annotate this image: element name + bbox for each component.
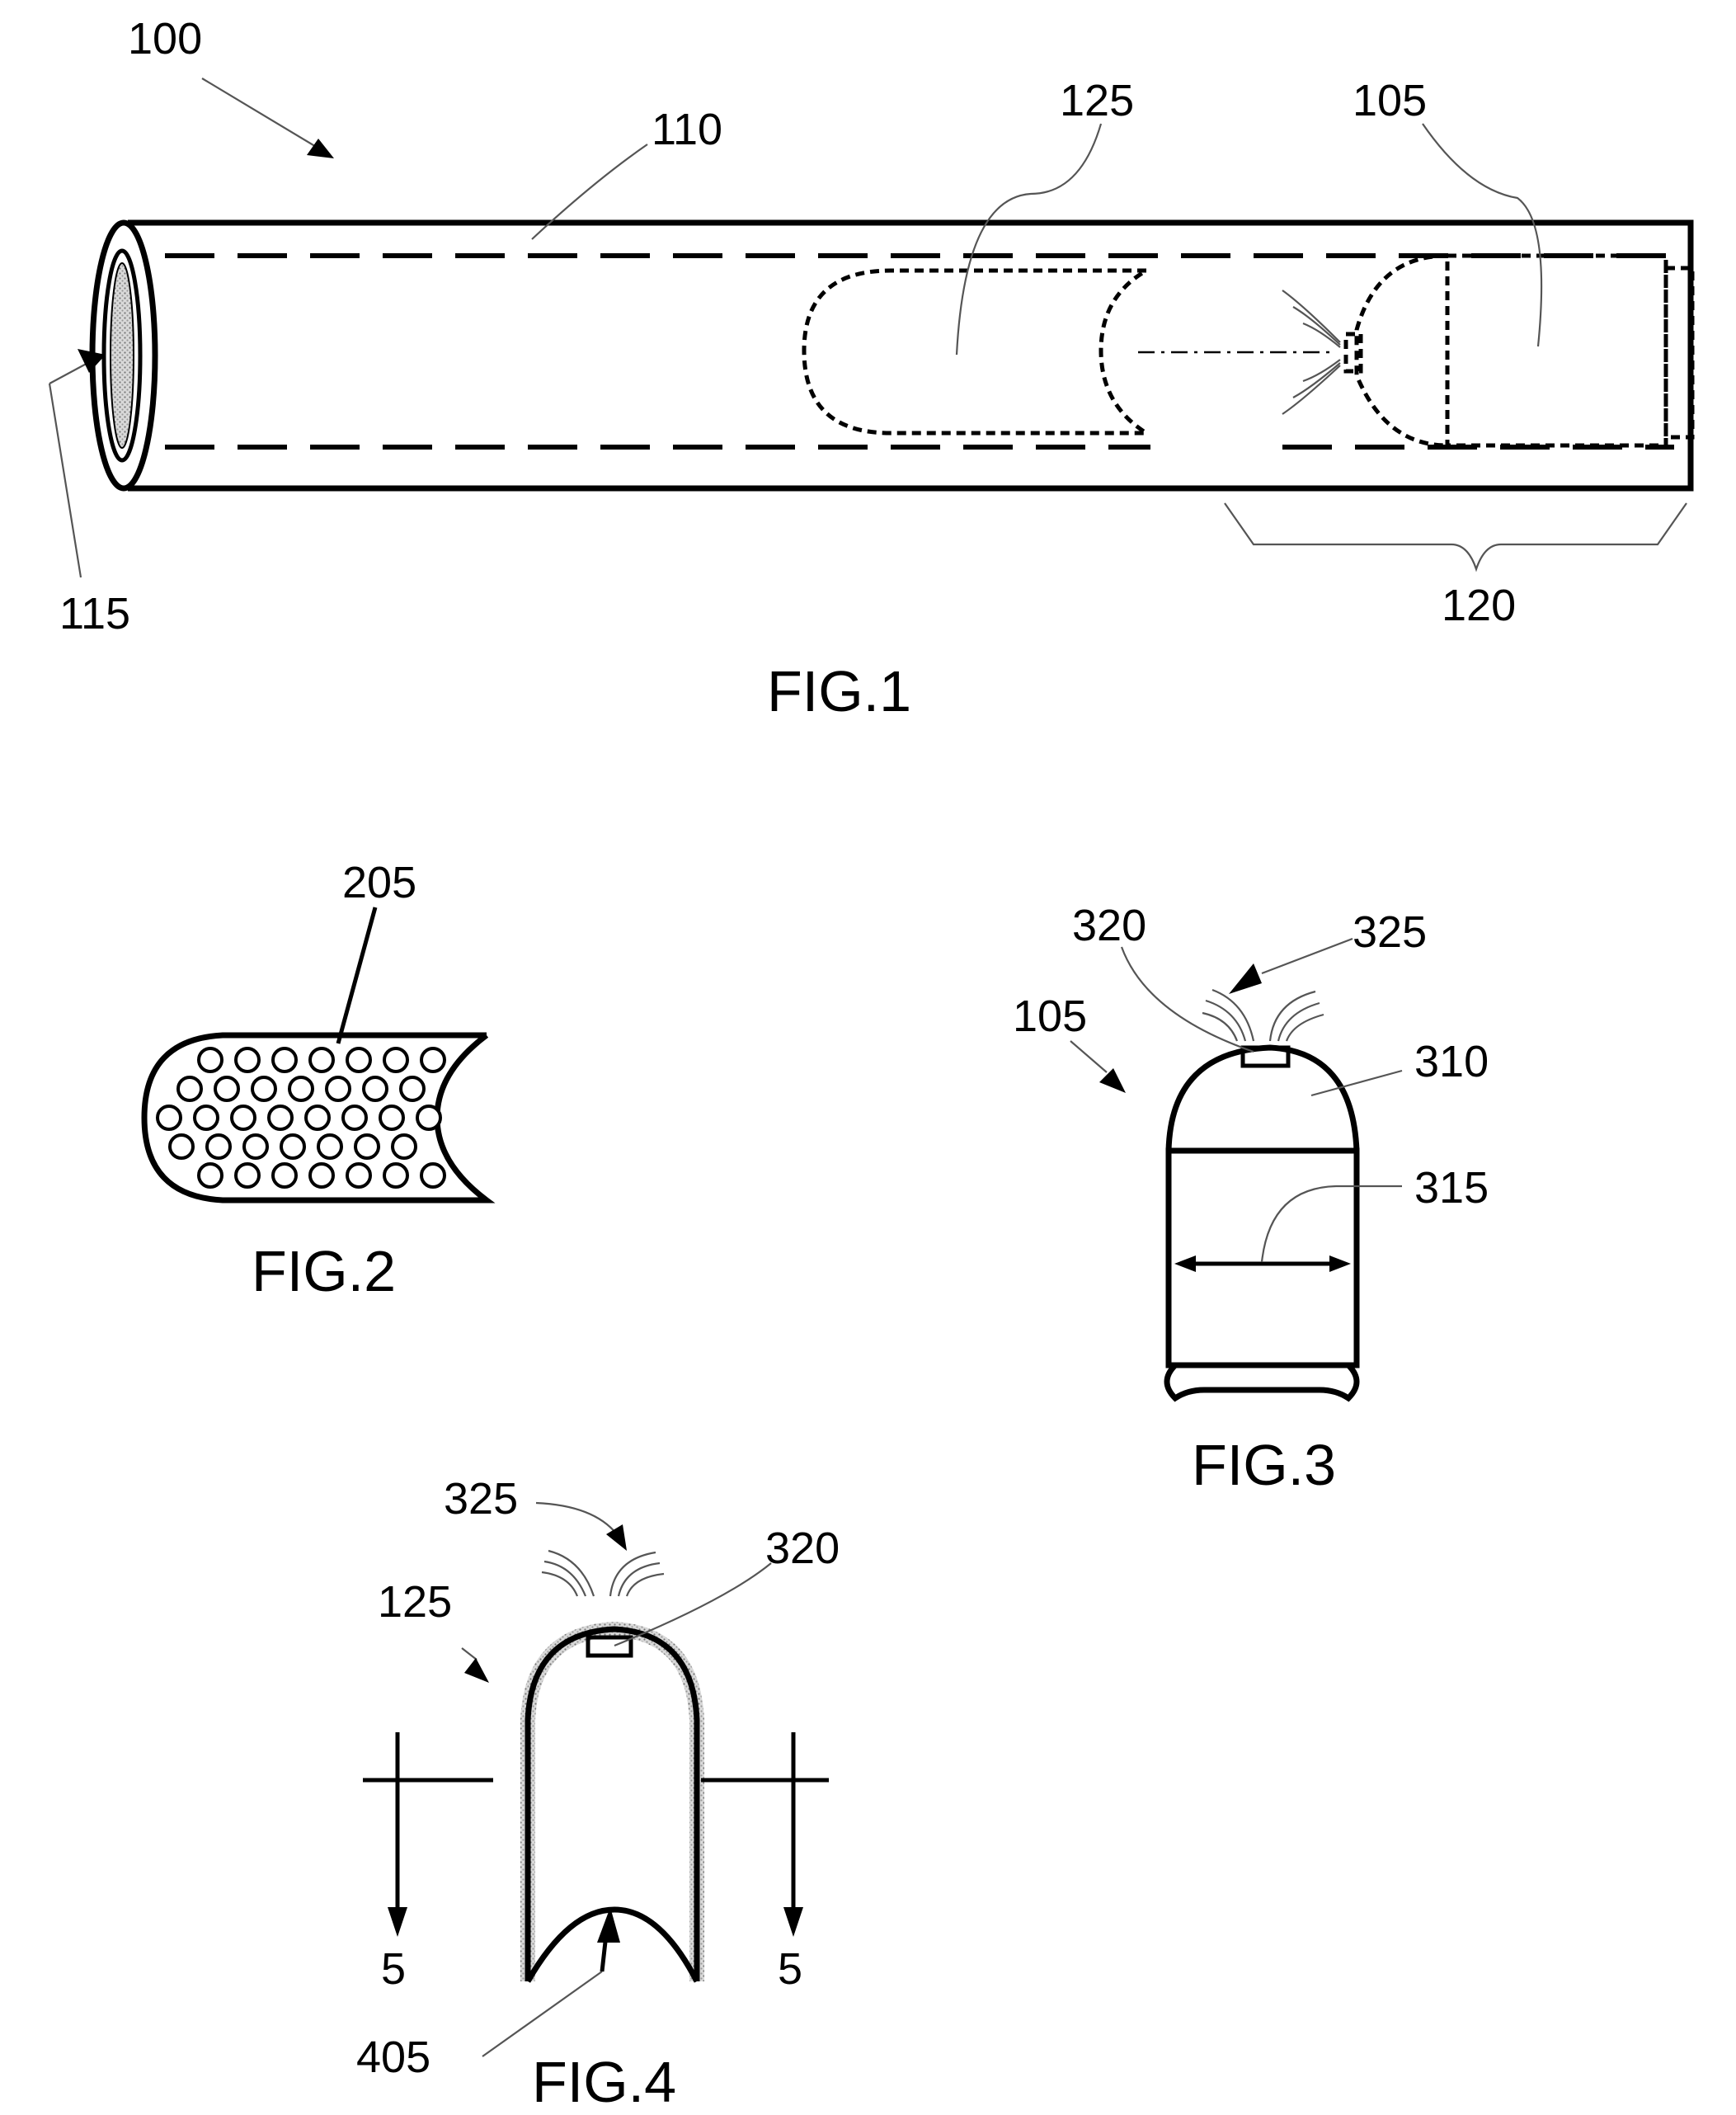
pore-cell: [232, 1106, 255, 1129]
arrowhead-100: [307, 139, 334, 158]
brace-120: [1225, 503, 1687, 569]
ref-325: 325: [1353, 907, 1427, 957]
leader-100: [202, 78, 326, 153]
pore-cell: [273, 1164, 296, 1187]
pore-cell: [215, 1077, 238, 1100]
pore-cell: [195, 1106, 218, 1129]
leader-320: [1122, 947, 1254, 1052]
leader-125: [957, 124, 1101, 355]
fig3-cartridge: 320 325 105 310 315 FIG.3: [1013, 901, 1489, 1497]
pore-cell: [421, 1164, 445, 1187]
pore-cell: [281, 1135, 304, 1158]
pore-cell: [236, 1164, 259, 1187]
fig2-caption: FIG.2: [252, 1239, 396, 1303]
pore-cell: [384, 1164, 407, 1187]
pore-cell: [306, 1106, 329, 1129]
fig1-tube-assembly: 100 110 125 105 115 120 FIG.1: [49, 14, 1692, 723]
pore-cell: [327, 1077, 350, 1100]
leader-325-fig4: [536, 1503, 617, 1534]
pore-cell: [384, 1048, 407, 1072]
fig2-porous-insert: 205 FIG.2: [144, 858, 487, 1303]
leader-405: [482, 1971, 602, 2056]
section-arrowhead-left: [388, 1907, 407, 1937]
pore-cell: [421, 1048, 445, 1072]
pore-cell: [199, 1048, 222, 1072]
fig1-caption: FIG.1: [767, 659, 911, 723]
pore-cell: [158, 1106, 181, 1129]
pore-cell: [199, 1164, 222, 1187]
ref-310: 310: [1414, 1037, 1489, 1086]
dim-arrow-right: [1329, 1255, 1351, 1272]
dim-arrow-left: [1174, 1255, 1196, 1272]
porous-cells: [158, 1048, 445, 1187]
fig4-insert: 325 320 125 5 5 405 FIG.4: [356, 1474, 840, 2114]
pore-cell: [380, 1106, 403, 1129]
pore-cell: [207, 1135, 230, 1158]
pore-cell: [318, 1135, 341, 1158]
leader-310: [1311, 1071, 1402, 1095]
ref-125: 125: [378, 1577, 452, 1627]
pore-cell: [269, 1106, 292, 1129]
arrowhead-325-fig4: [606, 1524, 627, 1551]
pore-cell: [364, 1077, 387, 1100]
section-label-left: 5: [381, 1944, 406, 1994]
filter-element-115: [111, 263, 134, 448]
pore-cell: [401, 1077, 424, 1100]
ref-100: 100: [128, 14, 202, 64]
pore-cell: [310, 1048, 333, 1072]
pore-cell: [347, 1164, 370, 1187]
ref-325: 325: [444, 1474, 518, 1524]
section-label-right: 5: [778, 1944, 802, 1994]
pore-cell: [252, 1077, 275, 1100]
cartridge-dome: [1169, 1048, 1357, 1151]
ref-105: 105: [1353, 76, 1427, 125]
fig4-caption: FIG.4: [532, 2050, 676, 2114]
pore-cell: [170, 1135, 193, 1158]
ref-105: 105: [1013, 992, 1087, 1041]
pore-cell: [244, 1135, 267, 1158]
spray-icon: [1202, 990, 1324, 1041]
cartridge-105-dome: [1357, 256, 1447, 445]
cartridge-base-rim: [1167, 1365, 1357, 1398]
pore-cell: [310, 1164, 333, 1187]
pore-cell: [355, 1135, 379, 1158]
pore-cell: [273, 1048, 296, 1072]
pore-cell: [289, 1077, 313, 1100]
pore-cell: [393, 1135, 416, 1158]
ref-315: 315: [1414, 1163, 1489, 1213]
ref-405: 405: [356, 2033, 430, 2082]
pore-cell: [417, 1106, 440, 1129]
leader-105: [1423, 124, 1541, 346]
arrowhead-115: [78, 349, 106, 373]
ref-320: 320: [1072, 901, 1146, 950]
ref-125: 125: [1060, 76, 1134, 125]
ref-115: 115: [59, 589, 130, 638]
arrowhead-105-fig3: [1099, 1068, 1126, 1093]
insert-125-outline: [804, 271, 1146, 433]
leader-325: [1262, 939, 1353, 973]
pore-cell: [347, 1048, 370, 1072]
section-arrowhead-right: [783, 1907, 803, 1937]
spray-icon: [542, 1551, 664, 1596]
pore-cell: [236, 1048, 259, 1072]
leader-105-fig3: [1070, 1041, 1107, 1072]
pore-cell: [178, 1077, 201, 1100]
ref-205: 205: [342, 858, 416, 907]
ref-120: 120: [1442, 581, 1516, 630]
leader-315: [1262, 1186, 1402, 1262]
leader-125-fig4: [462, 1648, 477, 1660]
cartridge-105-body: [1447, 256, 1666, 445]
ref-110: 110: [652, 105, 722, 154]
fig3-caption: FIG.3: [1192, 1433, 1336, 1497]
leader-205: [338, 907, 375, 1043]
ref-320: 320: [765, 1524, 840, 1573]
arrowhead-325: [1229, 963, 1262, 994]
arrowhead-125-fig4: [464, 1658, 489, 1683]
leader-115: [49, 384, 81, 577]
pore-cell: [343, 1106, 366, 1129]
insert-nozzle-320: [588, 1637, 631, 1656]
